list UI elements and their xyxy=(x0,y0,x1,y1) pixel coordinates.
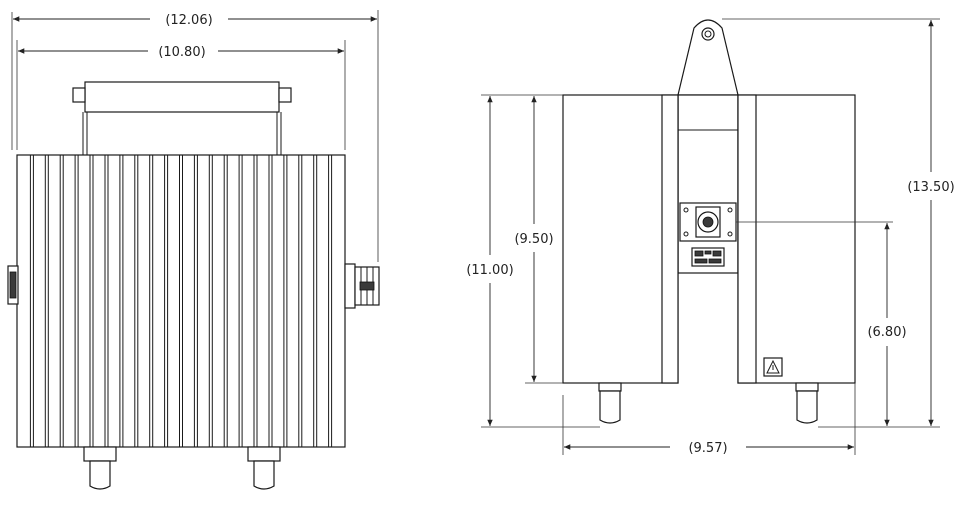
right-side-connector xyxy=(344,263,380,309)
dim-label-overall-depth: (9.57) xyxy=(688,441,727,456)
warning-label-icon xyxy=(763,357,783,377)
dim-label-body-height: (11.00) xyxy=(466,263,513,278)
dim-overall-height: (13.50) xyxy=(907,20,955,426)
dim-label-housing-height: (9.50) xyxy=(514,232,553,247)
nameplate-label xyxy=(691,247,725,267)
carry-handle xyxy=(72,81,292,155)
left-side-connector xyxy=(7,265,19,305)
dim-overall-depth: (9.57) xyxy=(564,441,854,456)
front-foot-right xyxy=(247,446,281,490)
left-housing xyxy=(562,94,679,384)
center-section xyxy=(677,94,739,274)
dim-label-body-width: (10.80) xyxy=(158,45,205,60)
lifting-lug xyxy=(677,19,739,96)
dim-body-height: (11.00) xyxy=(466,96,514,426)
front-view: (12.06) (10.80) xyxy=(7,10,380,490)
dim-connector-height: (6.80) xyxy=(867,223,907,426)
dim-housing-height: (9.50) xyxy=(514,96,554,382)
finned-heatsink-body xyxy=(16,154,346,448)
side-view: (11.00) (9.50) (13.50) (6.80) (9.57) xyxy=(466,18,955,456)
front-foot-left xyxy=(83,446,117,490)
dim-body-width: (10.80) xyxy=(18,45,344,60)
side-foot-left xyxy=(598,382,622,424)
dim-label-overall-height: (13.50) xyxy=(907,180,954,195)
side-foot-right xyxy=(795,382,819,424)
dim-label-connector-height: (6.80) xyxy=(867,325,906,340)
rf-connector-panel xyxy=(679,202,737,242)
dim-overall-width: (12.06) xyxy=(13,13,377,28)
dim-label-overall-width: (12.06) xyxy=(165,13,212,28)
right-housing xyxy=(737,94,856,384)
